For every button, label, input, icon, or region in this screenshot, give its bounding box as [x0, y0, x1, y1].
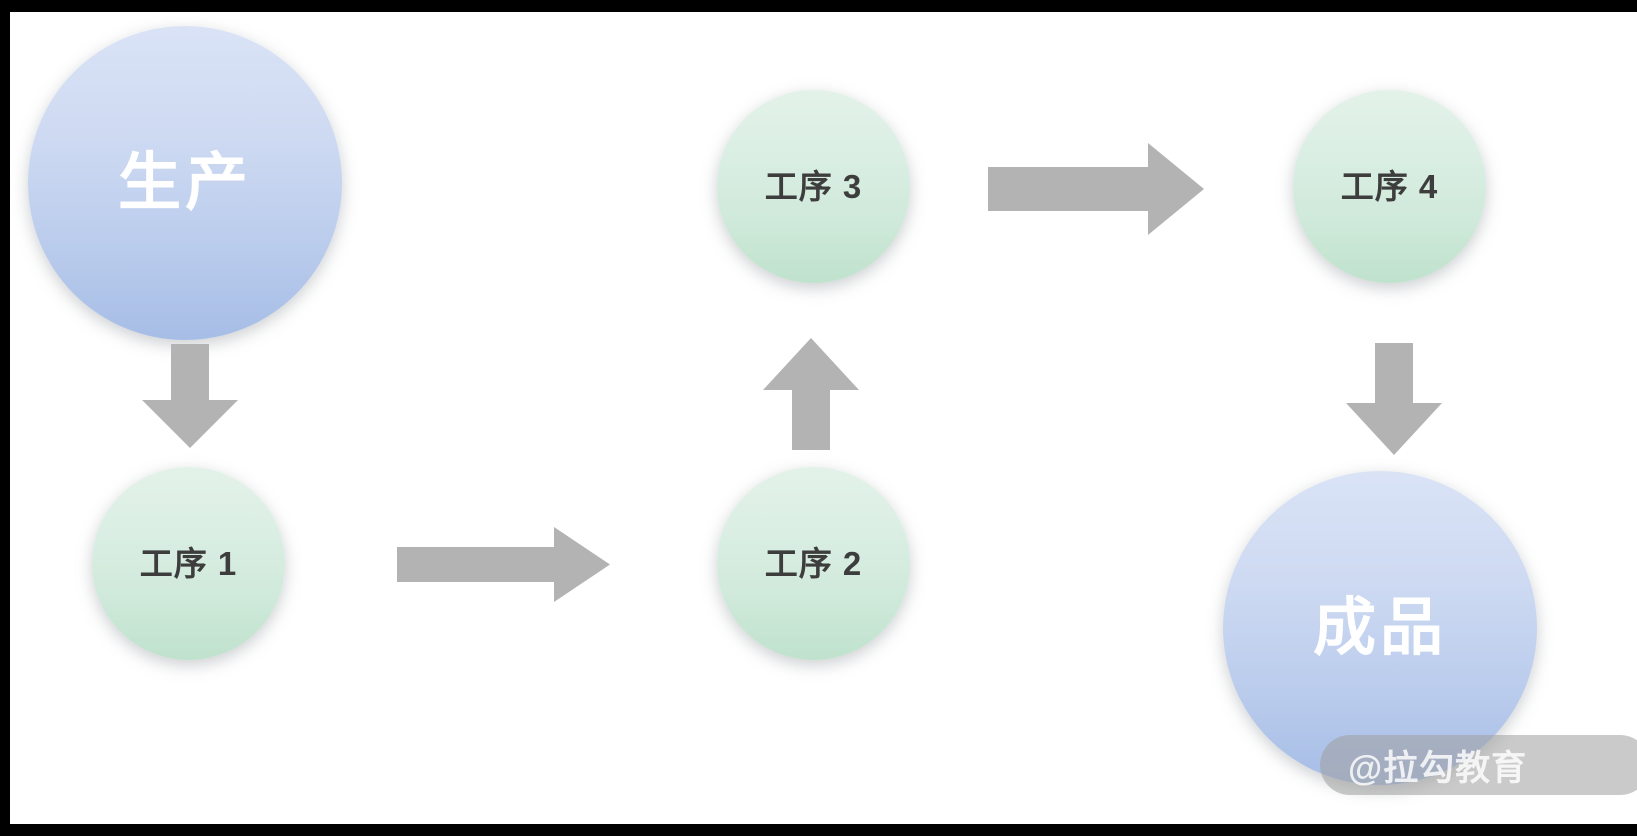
node-finished-label: 成品 [1313, 592, 1447, 663]
node-step3[interactable]: 工序 3 [717, 90, 910, 283]
arrow-right-step1-to-step2 [397, 527, 610, 602]
node-step4[interactable]: 工序 4 [1293, 90, 1486, 283]
arrow-right-step3-to-step4 [988, 143, 1204, 235]
node-step3-label: 工序 3 [764, 168, 863, 205]
node-finished[interactable]: 成品 [1223, 471, 1537, 785]
watermark-text: @拉勾教育 [1348, 748, 1528, 788]
node-production[interactable]: 生产 [28, 26, 342, 340]
node-production-label: 生产 [118, 147, 252, 218]
node-step2-label: 工序 2 [764, 545, 863, 582]
node-step4-label: 工序 4 [1340, 168, 1439, 205]
watermark-badge: @拉勾教育 [1320, 735, 1637, 795]
node-step2[interactable]: 工序 2 [717, 467, 910, 660]
arrow-up-step2-to-step3 [763, 338, 859, 450]
node-step1[interactable]: 工序 1 [92, 467, 285, 660]
arrow-down-step4-to-finished [1346, 343, 1442, 455]
slide-canvas: 生产 工序 1 工序 2 工序 3 工序 4 成品 [10, 12, 1637, 824]
arrow-down-production-to-step1 [142, 344, 238, 448]
node-step1-label: 工序 1 [139, 545, 238, 582]
